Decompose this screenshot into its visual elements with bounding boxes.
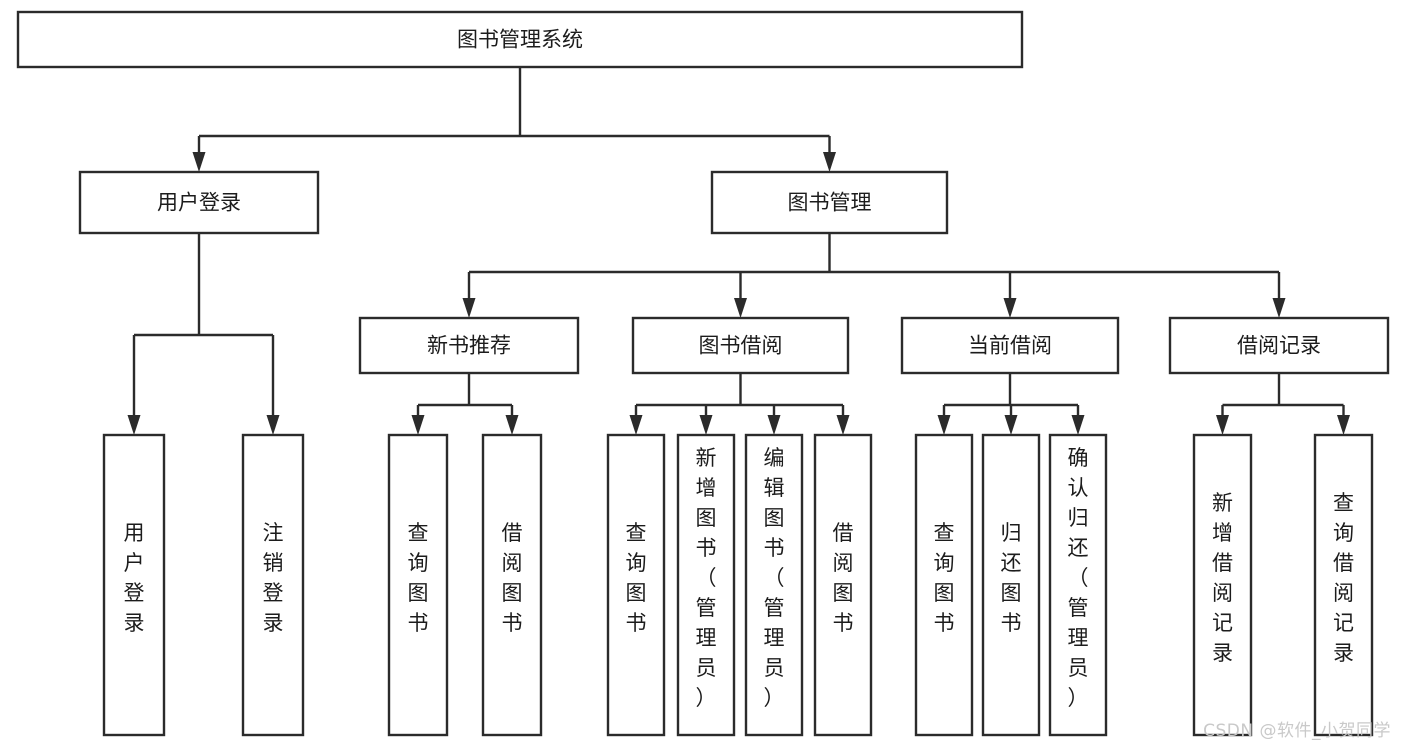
node-label: 图书管理系统	[457, 28, 583, 52]
node-leaf-query-book-current[interactable]: 查询图书	[914, 433, 974, 737]
node-book-manage[interactable]: 图书管理	[710, 170, 949, 235]
arrow-head-icon	[1337, 415, 1350, 435]
node-box	[676, 433, 736, 737]
node-leaf-confirm-return[interactable]: 确认归还（管理员）	[1048, 433, 1108, 737]
arrow-head-icon	[411, 415, 425, 435]
node-borrow-record[interactable]: 借阅记录	[1168, 316, 1390, 375]
node-label: 查询借阅记录	[1333, 491, 1354, 665]
node-box	[102, 433, 166, 737]
node-label: 新增借阅记录	[1212, 491, 1233, 665]
node-label: 注销登录	[263, 521, 284, 635]
node-box	[1048, 433, 1108, 737]
arrow-head-icon	[767, 415, 781, 435]
arrow-head-icon	[823, 152, 836, 172]
node-label: 编辑图书（管理员）	[764, 446, 785, 710]
node-box	[914, 433, 974, 737]
node-box	[78, 170, 320, 235]
node-root[interactable]: 图书管理系统	[16, 10, 1024, 69]
watermark: CSDN @软件_小贺同学	[1203, 721, 1391, 741]
node-box	[481, 433, 543, 737]
node-box	[1192, 433, 1253, 737]
node-leaf-borrow-book-rec[interactable]: 借阅图书	[481, 433, 543, 737]
arrow-head-icon	[1071, 415, 1085, 435]
arrow-head-icon	[1272, 298, 1286, 318]
node-leaf-return-book[interactable]: 归还图书	[981, 433, 1041, 737]
arrow-head-icon	[699, 415, 713, 435]
node-box	[1168, 316, 1390, 375]
arrow-head-icon	[937, 415, 951, 435]
node-box	[981, 433, 1041, 737]
node-leaf-query-book-borrow[interactable]: 查询图书	[606, 433, 666, 737]
node-leaf-add-record[interactable]: 新增借阅记录	[1192, 433, 1253, 737]
node-label: 用户登录	[157, 191, 241, 215]
node-label: 查询图书	[408, 521, 429, 635]
node-label: 归还图书	[1001, 521, 1022, 635]
node-box	[387, 433, 449, 737]
arrow-head-icon	[734, 298, 747, 318]
node-label: 图书借阅	[699, 334, 783, 358]
node-user-login[interactable]: 用户登录	[78, 170, 320, 235]
node-label: 查询图书	[626, 521, 647, 635]
node-box	[358, 316, 580, 375]
node-label: 新书推荐	[427, 334, 511, 358]
node-label: 查询图书	[934, 521, 955, 635]
node-box	[241, 433, 305, 737]
arrow-head-icon	[629, 415, 643, 435]
node-box	[813, 433, 873, 737]
node-leaf-add-book[interactable]: 新增图书（管理员）	[676, 433, 736, 737]
arrow-head-icon	[192, 152, 206, 172]
node-box	[744, 433, 804, 737]
node-label: 确认归还（管理员）	[1068, 446, 1089, 710]
arrow-head-icon	[462, 298, 476, 318]
node-leaf-edit-book[interactable]: 编辑图书（管理员）	[744, 433, 804, 737]
arrow-head-icon	[127, 415, 141, 435]
arrow-head-icon	[836, 415, 850, 435]
node-box	[1313, 433, 1374, 737]
node-book-borrow[interactable]: 图书借阅	[631, 316, 850, 375]
node-leaf-query-book-rec[interactable]: 查询图书	[387, 433, 449, 737]
node-leaf-borrow-book[interactable]: 借阅图书	[813, 433, 873, 737]
node-label: 当前借阅	[968, 334, 1052, 358]
node-label: 借阅记录	[1237, 334, 1321, 358]
node-label: 新增图书（管理员）	[696, 446, 717, 710]
node-leaf-logout[interactable]: 注销登录	[241, 433, 305, 737]
node-new-book-rec[interactable]: 新书推荐	[358, 316, 580, 375]
node-leaf-query-record[interactable]: 查询借阅记录	[1313, 433, 1374, 737]
node-label: 用户登录	[124, 521, 145, 635]
arrow-head-icon	[1004, 415, 1018, 435]
node-leaf-user-login[interactable]: 用户登录	[102, 433, 166, 737]
arrow-head-icon	[1003, 298, 1017, 318]
node-label: 借阅图书	[502, 521, 523, 635]
node-box	[710, 170, 949, 235]
node-box	[16, 10, 1024, 69]
arrow-head-icon	[1216, 415, 1229, 435]
node-box	[900, 316, 1120, 375]
arrow-head-icon	[266, 415, 280, 435]
node-box	[606, 433, 666, 737]
node-label: 图书管理	[788, 191, 872, 215]
arrow-head-icon	[505, 415, 519, 435]
node-label: 借阅图书	[833, 521, 854, 635]
node-box	[631, 316, 850, 375]
node-current-borrow[interactable]: 当前借阅	[900, 316, 1120, 375]
